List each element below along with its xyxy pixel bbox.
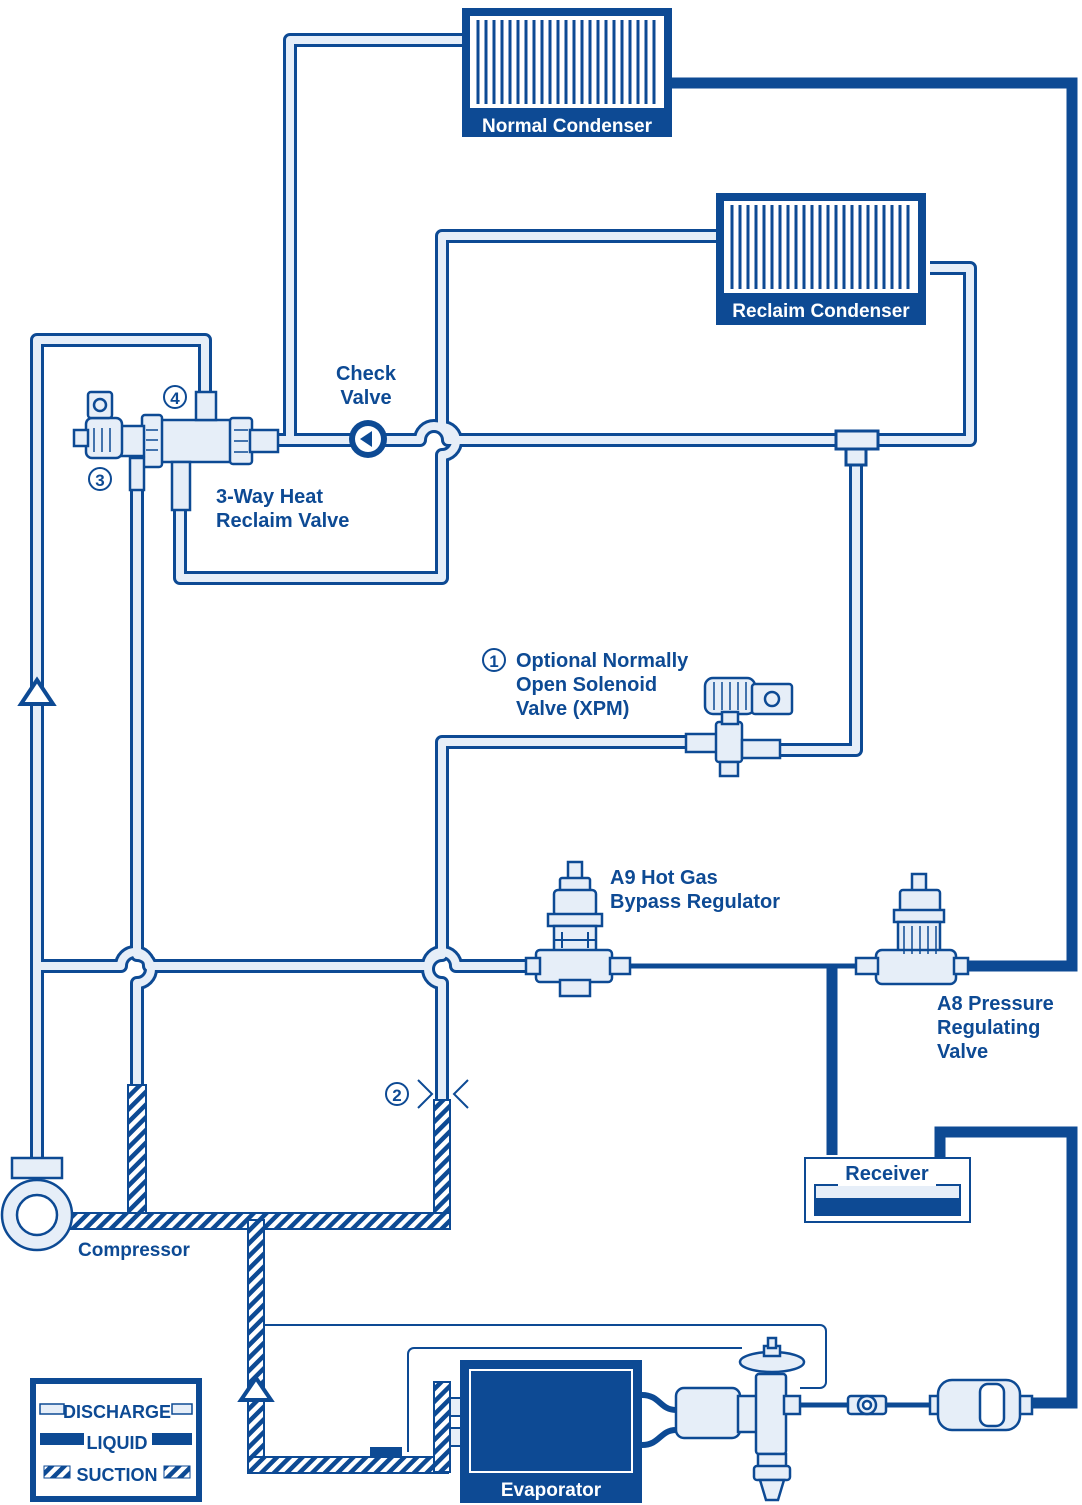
legend-discharge: DISCHARGE [63, 1402, 171, 1422]
svg-text:3: 3 [95, 471, 104, 490]
reclaim-condenser[interactable]: Reclaim Condenser [716, 193, 926, 325]
normal-condenser[interactable]: Normal Condenser [462, 8, 672, 137]
filter-drier-icon[interactable] [928, 1378, 1034, 1432]
svg-text:Valve: Valve [340, 387, 391, 409]
a9-regulator-valve-icon[interactable] [524, 860, 632, 998]
receiver-label: Receiver [845, 1163, 929, 1185]
legend-liquid: LIQUID [87, 1433, 148, 1453]
check-valve-icon[interactable] [349, 420, 387, 458]
svg-text:A8 Pressure: A8 Pressure [937, 993, 1054, 1015]
svg-text:1: 1 [489, 652, 498, 671]
three-way-valve-bolts [93, 428, 248, 453]
flow-arrow-icon [237, 1374, 275, 1402]
solenoid-valve-icon[interactable] [684, 676, 794, 778]
svg-text:Reclaim Valve: Reclaim Valve [216, 510, 349, 532]
svg-text:Valve: Valve [937, 1041, 988, 1063]
svg-text:4: 4 [170, 389, 180, 408]
legend: DISCHARGE LIQUID SUCTION [30, 1378, 202, 1502]
svg-text:Valve (XPM): Valve (XPM) [516, 698, 629, 720]
svg-text:Check: Check [336, 363, 397, 385]
svg-text:Regulating: Regulating [937, 1017, 1040, 1039]
a9-regulator-label: A9 Hot Gas Bypass Regulator [610, 867, 780, 913]
compressor-label: Compressor [78, 1240, 191, 1261]
solenoid-coil-lines [713, 682, 747, 710]
a8-regulator-valve-icon[interactable] [854, 872, 970, 986]
evaporator[interactable]: Evaporator [449, 1360, 677, 1503]
three-way-valve-label: 3-Way Heat Reclaim Valve [216, 486, 349, 532]
flow-arrow-icon [17, 676, 57, 706]
sight-glass-icon[interactable] [846, 1394, 888, 1416]
svg-text:A9 Hot Gas: A9 Hot Gas [610, 867, 718, 889]
three-way-heat-reclaim-valve[interactable] [72, 390, 280, 512]
check-valve-label: Check Valve [336, 363, 397, 409]
marker-1: 1 [482, 648, 506, 672]
marker-3: 3 [88, 467, 112, 491]
expansion-valve-icon[interactable] [674, 1336, 806, 1502]
solenoid-valve-label: Optional Normally Open Solenoid Valve (X… [516, 650, 689, 720]
a8-regulator-label: A8 Pressure Regulating Valve [937, 993, 1054, 1063]
svg-text:2: 2 [392, 1086, 401, 1105]
a9-regulator-detail [554, 932, 596, 948]
legend-suction: SUCTION [77, 1465, 158, 1485]
discharge-pipes [30, 33, 977, 1222]
svg-text:Optional Normally: Optional Normally [516, 650, 689, 672]
receiver[interactable]: Receiver [804, 1157, 971, 1223]
marker-4: 4 [163, 385, 187, 409]
evaporator-label: Evaporator [501, 1480, 602, 1501]
a8-regulator-detail [903, 926, 937, 954]
reclaim-condenser-label: Reclaim Condenser [732, 301, 910, 322]
sense-lines [264, 1324, 827, 1452]
suction-pipes [65, 1084, 451, 1474]
svg-text:Bypass Regulator: Bypass Regulator [610, 891, 780, 913]
marker-2: 2 [385, 1079, 469, 1109]
compressor-icon[interactable] [0, 1156, 74, 1252]
svg-text:Open Solenoid: Open Solenoid [516, 674, 657, 696]
tee-fitting [834, 429, 880, 467]
svg-text:3-Way Heat: 3-Way Heat [216, 486, 323, 508]
normal-condenser-label: Normal Condenser [482, 116, 653, 137]
